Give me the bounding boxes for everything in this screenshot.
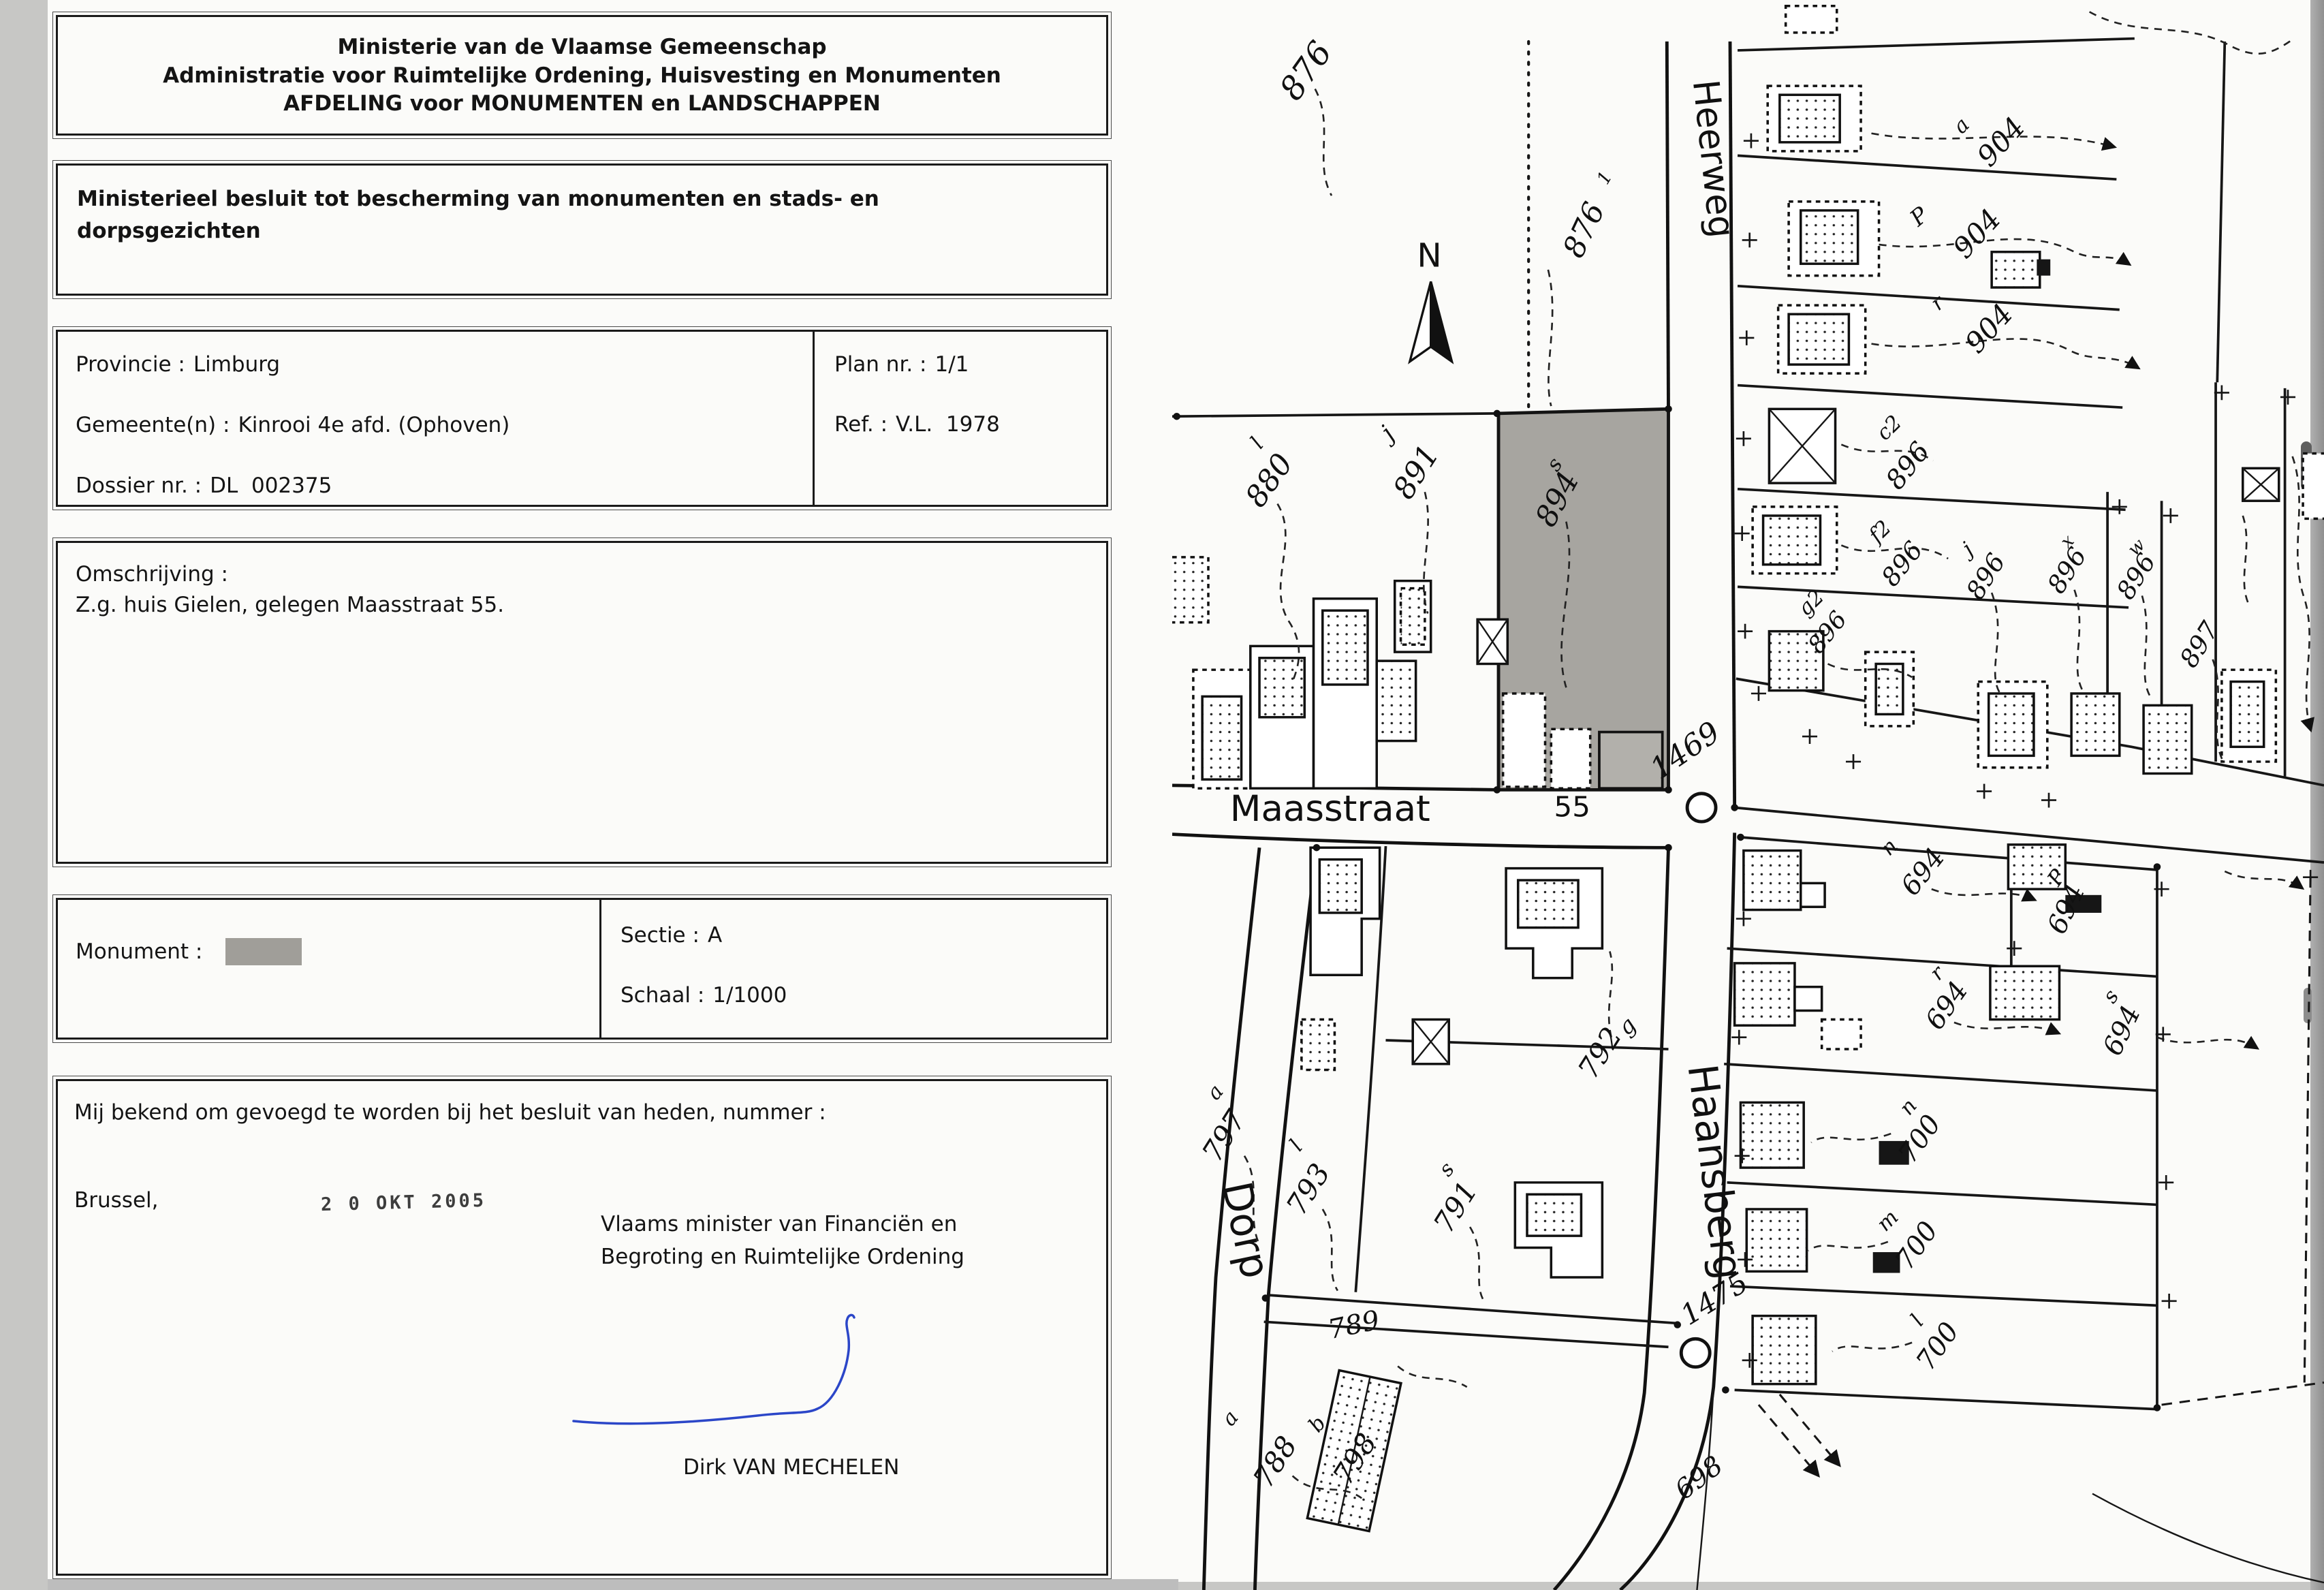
parcel-number-label: 896: [2110, 548, 2162, 604]
scan-artifact: [2304, 988, 2312, 1023]
map-leader-lines: [1243, 11, 2314, 1499]
map-street-label: Dorp: [1212, 1178, 1279, 1283]
monument-label: Monument :: [76, 939, 203, 964]
signature-path: [572, 1313, 855, 1425]
parcel-number-label: a: [1217, 1406, 1244, 1431]
schaal-field: Schaal :1/1000: [621, 983, 787, 1008]
monument-legend-box: Monument : Sectie :A Schaal :1/1000: [52, 894, 1112, 1043]
monument-color-swatch: [225, 938, 302, 965]
dossier-field: Dossier nr. :DL 002375: [76, 473, 332, 498]
gemeente-field: Gemeente(n) :Kinrooi 4e afd. (Ophoven): [76, 413, 510, 437]
cadastral-map: 8761876HeerwegNa904P904r904c2896f2896g28…: [1172, 4, 2324, 1590]
parcel-number-label: 797: [1195, 1104, 1253, 1168]
survey-point-1469: [1685, 792, 1718, 824]
parcel-number-label: a: [1949, 113, 1975, 138]
parcel-number-label: 897: [2173, 616, 2225, 672]
parcel-number-label: m: [1872, 1206, 1904, 1236]
map-roads: [1172, 41, 1737, 1590]
provincie-field: Provincie :Limburg: [76, 352, 281, 377]
ministry-line3: AFDELING voor MONUMENTEN en LANDSCHAPPEN: [283, 91, 881, 116]
ref-field: Ref. :V.L. 1978: [834, 412, 1000, 437]
scan-edge-right: [2310, 0, 2324, 1590]
parcel-number-label: 793: [1279, 1157, 1336, 1221]
signature: [572, 1313, 855, 1425]
map-buildings: [1172, 4, 2324, 1533]
date-stamp: 2 0 OKT 2005: [320, 1189, 487, 1216]
survey-point-1475: [1679, 1337, 1712, 1369]
sectie-field: Sectie :A: [621, 923, 723, 948]
parcel-number-label: P: [1904, 201, 1934, 232]
minister-title: Vlaams minister van Financiën en Begroti…: [601, 1212, 964, 1270]
parcel-number-label: l: [1906, 1311, 1929, 1331]
parcel-number-label: 694: [2097, 1001, 2147, 1060]
parcel-number-label: 891: [1386, 439, 1446, 505]
parcel-number-label: 880: [1238, 448, 1300, 514]
minister-name: Dirk VAN MECHELEN: [683, 1455, 900, 1480]
survey-cross-marks: [1731, 133, 2319, 1368]
boundary-corner-dots: [1173, 405, 2161, 1412]
parcel-number-label: j: [1955, 538, 1979, 563]
map-street-label: 55: [1554, 790, 1590, 824]
parcel-number-label: 896: [2041, 542, 2093, 599]
decree-title-box: Ministerieel besluit tot bescherming van…: [52, 160, 1112, 299]
signing-intro: Mij bekend om gevoegd te worden bij het …: [74, 1100, 826, 1125]
parcel-number-label: j: [1372, 420, 1400, 448]
parcel-number-label: 876: [1556, 197, 1612, 263]
parcel-number-label: 896: [1960, 548, 2011, 604]
parcel-number-label: 791: [1427, 1175, 1484, 1238]
map-street-label: N: [1417, 237, 1441, 275]
omschrijving-box: Omschrijving : Z.g. huis Gielen, gelegen…: [52, 537, 1112, 867]
parcel-number-label: 789: [1325, 1305, 1383, 1345]
signing-box: Mij bekend om gevoegd te worden bij het …: [52, 1076, 1112, 1579]
parcel-number-label: 904: [1958, 297, 2020, 359]
map-street-label: Maasstraat: [1230, 788, 1430, 830]
omschrijving-label: Omschrijving :: [76, 562, 228, 587]
legend-divider: [599, 900, 601, 1038]
monument-parcel-buildings: [1476, 618, 1664, 790]
paper: [48, 0, 2310, 1582]
north-arrow: [1408, 281, 1454, 364]
parcel-number-label: r: [1926, 290, 1951, 315]
details-divider: [813, 332, 815, 505]
parcel-number-label: f2: [1864, 516, 1896, 549]
parcel-number-label: 788: [1246, 1431, 1304, 1494]
place-label: Brussel,: [74, 1188, 159, 1213]
map-street-label: Heerweg: [1684, 78, 1743, 240]
plan-nr-field: Plan nr. :1/1: [834, 352, 969, 377]
scan-edge-bottom: [48, 1579, 1178, 1590]
parcel-number-label: l: [1246, 433, 1268, 454]
ministry-header-box: Ministerie van de Vlaamse Gemeenschap Ad…: [52, 12, 1112, 139]
monument-field: Monument :: [76, 938, 302, 965]
parcel-number-label: a: [1202, 1080, 1229, 1104]
ministry-line2: Administratie voor Ruimtelijke Ordening,…: [163, 63, 1001, 88]
map-street-label: Haansberg: [1678, 1061, 1752, 1282]
parcel-number-label: n: [1876, 835, 1902, 860]
parcel-number-label: l: [1285, 1136, 1308, 1156]
parcel-number-label: 1: [1593, 168, 1617, 188]
ministry-line1: Ministerie van de Vlaamse Gemeenschap: [337, 35, 827, 59]
parcel-number-label: 694: [1919, 976, 1974, 1035]
omschrijving-text: Z.g. huis Gielen, gelegen Maasstraat 55.: [76, 592, 505, 617]
parcel-number-label: 904: [1970, 110, 2031, 172]
details-box: Provincie :Limburg Gemeente(n) :Kinrooi …: [52, 326, 1112, 510]
parcel-number-label: 698: [1669, 1450, 1729, 1506]
parcel-number-label: 792: [1571, 1021, 1629, 1085]
parcel-number-label: c2: [1872, 411, 1906, 445]
parcel-number-label: 876: [1272, 35, 1340, 108]
decree-title: Ministerieel besluit tot bescherming van…: [77, 187, 879, 243]
